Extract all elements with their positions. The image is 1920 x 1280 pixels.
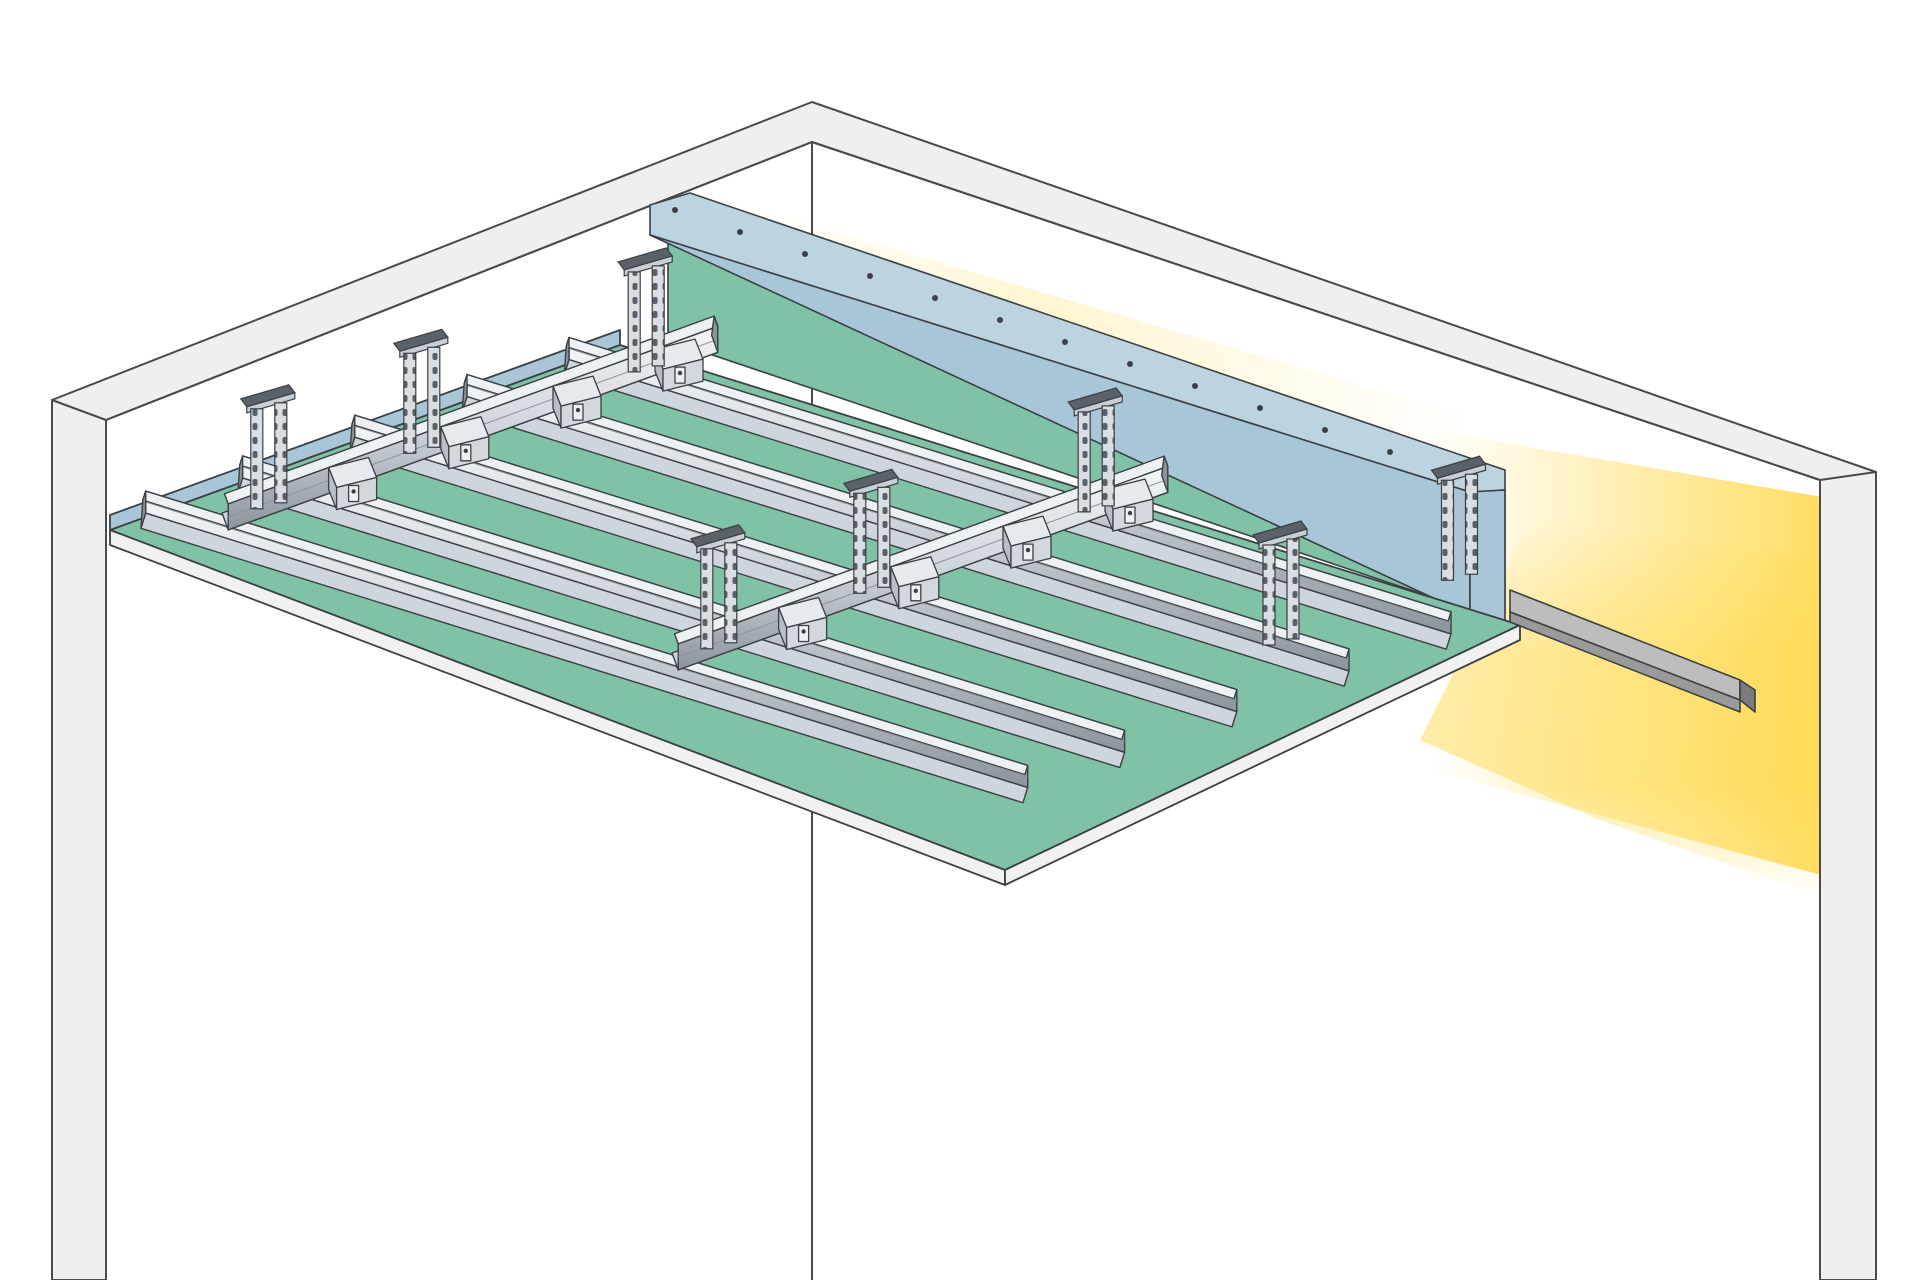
furring-channel-1 bbox=[563, 336, 1452, 650]
perimeter-angle-right bbox=[1509, 589, 1756, 713]
cross-connector-clip-icon bbox=[777, 596, 828, 651]
perforated-hanger-icon bbox=[617, 247, 674, 373]
ceiling-grid bbox=[140, 247, 1487, 804]
furring-channel-5 bbox=[140, 490, 1029, 804]
cross-connector-clip-icon bbox=[552, 375, 602, 429]
wall-profile-holes bbox=[672, 207, 1393, 455]
perforated-hanger-icon bbox=[1252, 520, 1308, 646]
cross-connector-clip-icon bbox=[440, 416, 490, 470]
cross-connector-clip-icon bbox=[890, 556, 940, 610]
furring-channel-2 bbox=[461, 373, 1350, 687]
perforated-hanger-icon bbox=[392, 328, 449, 454]
cross-connector-clip-icon bbox=[327, 456, 378, 511]
furring-channel-3 bbox=[349, 414, 1238, 728]
perforated-hanger-icon bbox=[1430, 455, 1487, 581]
room-walls bbox=[51, 101, 1877, 1280]
furring-channel-4 bbox=[237, 455, 1126, 769]
perforated-hanger-icon bbox=[689, 524, 746, 650]
perforated-hanger-icon bbox=[239, 384, 296, 510]
perforated-hanger-icon bbox=[842, 468, 899, 594]
cross-connector-clip-icon bbox=[1104, 478, 1154, 532]
left-wall-cap bbox=[51, 399, 107, 1280]
right-wall-cap bbox=[1819, 471, 1877, 1280]
cross-connector-clip-icon bbox=[1002, 515, 1052, 569]
perforated-hanger-icon bbox=[1067, 387, 1124, 513]
